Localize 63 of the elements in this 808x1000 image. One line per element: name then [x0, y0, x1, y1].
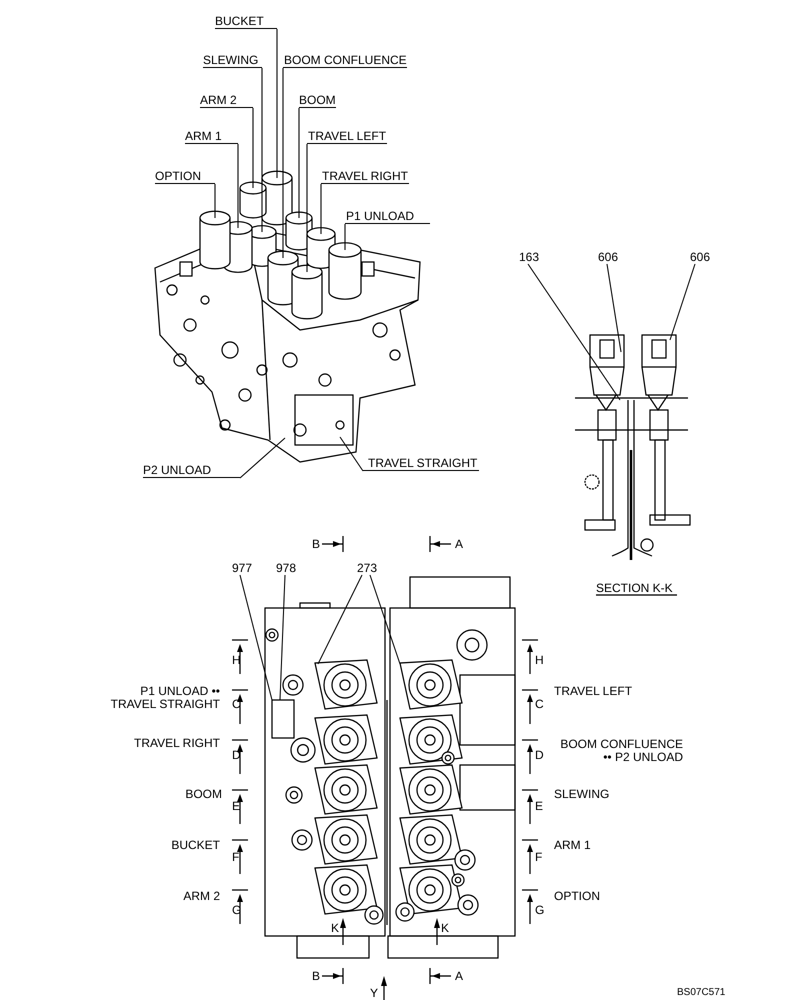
section-letter: K [441, 922, 450, 935]
section-letter: B [312, 970, 320, 983]
section-letter: F [232, 851, 240, 864]
part-label: P2 UNLOAD [143, 464, 240, 478]
port-label: TRAVEL RIGHT [134, 737, 220, 750]
port-label: SLEWING [554, 788, 610, 801]
leader-line [370, 574, 400, 664]
leader-line [306, 144, 308, 272]
part-label: BOOM [299, 94, 336, 108]
section-letter: G [535, 904, 544, 917]
port-label: ARM 1 [554, 839, 591, 852]
section-letter: E [232, 800, 240, 813]
part-label: BUCKET [215, 15, 277, 29]
part-label: ARM 2 [200, 94, 253, 108]
part-label: 977 [232, 562, 252, 575]
part-label: 163 [519, 251, 540, 264]
port-label: ARM 2 [183, 890, 220, 903]
part-label: 978 [276, 562, 296, 575]
leader-line [606, 264, 622, 352]
port-label: TRAVEL LEFT [554, 685, 632, 698]
part-label: 606 [598, 251, 618, 264]
leader-line [252, 108, 254, 188]
port-label: BOOM [185, 788, 222, 801]
leader-line [240, 438, 286, 478]
section-letter: K [331, 922, 340, 935]
port-label: BOOM CONFLUENCE •• P2 UNLOAD [559, 738, 683, 764]
leader-line [320, 184, 322, 234]
leader-line [670, 264, 696, 340]
part-label: OPTION [155, 170, 215, 184]
leader-line [298, 108, 300, 218]
part-label: SLEWING [203, 54, 262, 68]
part-label: 606 [690, 251, 710, 264]
leader-line [528, 264, 620, 400]
leader-line [344, 224, 346, 250]
part-label: TRAVEL RIGHT [321, 170, 409, 184]
leader-line [280, 574, 286, 700]
section-letter: C [535, 698, 544, 711]
port-label: BUCKET [171, 839, 220, 852]
section-letter: D [535, 749, 544, 762]
leader-line [276, 28, 278, 178]
part-label: TRAVEL LEFT [307, 130, 387, 144]
leader-line [240, 574, 272, 700]
section-letter: H [232, 654, 241, 667]
section-title: SECTION K-K [596, 582, 673, 595]
port-label: OPTION [554, 890, 600, 903]
section-letter: E [535, 800, 544, 813]
drawing-number: BS07C571 [677, 986, 726, 999]
part-label: ARM 1 [185, 130, 238, 144]
section-letter: A [455, 538, 464, 551]
part-label: 273 [357, 562, 378, 575]
port-label: P1 UNLOAD •• TRAVEL STRAIGHT [110, 685, 220, 711]
leader-line [318, 574, 362, 664]
direction-letter: Y [370, 987, 378, 1000]
section-letter: B [312, 538, 320, 551]
section-letter: H [535, 654, 544, 667]
leader-line [340, 436, 364, 472]
leader-line [282, 68, 284, 258]
leader-line [214, 184, 216, 218]
part-label: P1 UNLOAD [345, 210, 430, 224]
section-letter: F [535, 851, 542, 864]
part-label: TRAVEL STRAIGHT [363, 457, 479, 471]
part-label: BOOM CONFLUENCE [283, 54, 407, 68]
section-letter: A [455, 970, 464, 983]
